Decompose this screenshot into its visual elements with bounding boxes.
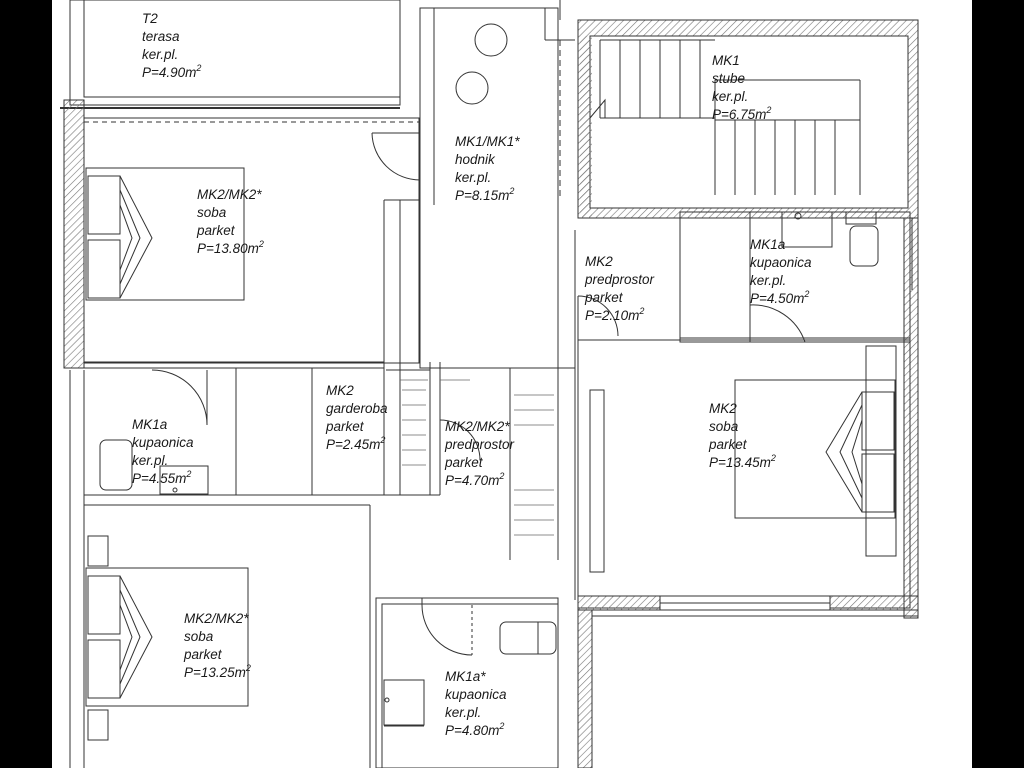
room-label-soba-3: MK2/MK2* soba parket P=13.25m2: [184, 611, 251, 680]
left-wall-hatched: [63, 99, 85, 369]
right-margin: [972, 0, 1024, 768]
room-soba-1: [83, 117, 420, 364]
room-label-garderoba: MK2 garderoba parket P=2.45m2: [326, 383, 388, 452]
room-label-kupaonica-3: MK1a* kupaonica ker.pl. P=4.80m2: [445, 669, 507, 738]
room-label-t2: T2 terasa ker.pl. P=4.90m2: [142, 11, 202, 80]
room-label-soba-2: MK2 soba parket P=13.45m2: [709, 401, 776, 470]
room-label-kupaonica-1: MK1a kupaonica ker.pl. P=4.50m2: [750, 237, 812, 306]
room-label-soba-1: MK2/MK2* soba parket P=13.80m2: [197, 187, 264, 256]
room-soba-3: [85, 567, 249, 707]
left-margin: [0, 0, 52, 768]
hallway: [419, 7, 559, 369]
room-label-predprostor-1: MK2 predprostor parket P=2.10m2: [585, 254, 655, 323]
room-label-kupaonica-2: MK1a kupaonica ker.pl. P=4.55m2: [132, 417, 194, 486]
room-label-predprostor-2: MK2/MK2* predprostor parket P=4.70m2: [445, 419, 515, 488]
room-label-stube: MK1 stube ker.pl. P=6.75m2: [712, 53, 772, 122]
room-label-hodnik: MK1/MK1* hodnik ker.pl. P=8.15m2: [455, 134, 520, 203]
